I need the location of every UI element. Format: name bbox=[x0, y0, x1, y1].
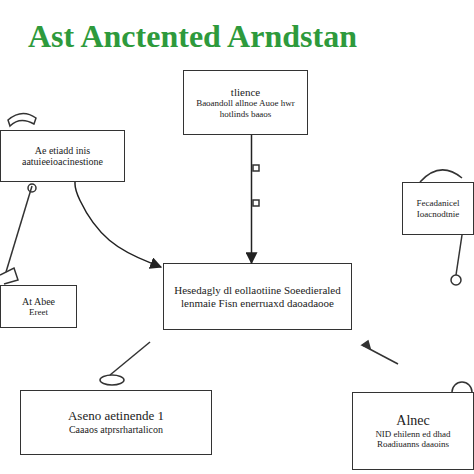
sketch-joint bbox=[28, 184, 36, 192]
box-heading: Aseno aetinende 1 bbox=[68, 409, 164, 424]
sketch-dome bbox=[420, 170, 462, 182]
flow-arrow bbox=[251, 135, 253, 263]
process-box: Hesedagly dl eollaotiine Soeedieraled le… bbox=[163, 263, 352, 330]
box-heading: tlience bbox=[231, 86, 260, 99]
box-text: Baoandoll allnoe Auoe hwr hotlinds baaos bbox=[188, 98, 303, 119]
box-heading: Alnec bbox=[396, 413, 429, 429]
box-heading: At Abee bbox=[22, 296, 55, 308]
box-heading: Hesedagly dl eollaotiine Soeedieraled le… bbox=[168, 284, 347, 309]
sketch-pen bbox=[110, 342, 150, 375]
sketch-cap bbox=[8, 113, 36, 126]
process-box: At AbeeEreet bbox=[0, 285, 77, 328]
sketch-joint bbox=[451, 275, 461, 285]
sketch-pen-base bbox=[100, 375, 124, 385]
box-text: NID ehilenn ed dhad Roadiuanns daaoins bbox=[357, 429, 469, 450]
sketch-pointer-head bbox=[362, 341, 370, 348]
sketch-foot bbox=[0, 268, 18, 284]
diagram-title: Ast Anctented Arndstan bbox=[28, 18, 474, 55]
process-box: AlnecNID ehilenn ed dhad Roadiuanns daao… bbox=[352, 392, 474, 470]
process-box: Aseno aetinende 1Caaaos atprsrhartalicon bbox=[20, 390, 212, 455]
box-text: Caaaos atprsrhartalicon bbox=[69, 424, 163, 436]
process-box: tlienceBaoandoll allnoe Auoe hwr hotlind… bbox=[183, 70, 308, 135]
process-box: Fecadanicel Ioacnodtnie bbox=[402, 182, 474, 235]
box-heading: Ae etiadd inis aatuieeioacinestione bbox=[5, 145, 120, 168]
sketch-stick bbox=[6, 186, 32, 272]
box-heading: Fecadanicel Ioacnodtnie bbox=[407, 198, 469, 219]
box-text: Ereet bbox=[29, 307, 48, 317]
sketch-mark bbox=[253, 200, 259, 206]
sketch-stick bbox=[456, 235, 462, 275]
flow-arrow bbox=[75, 182, 161, 267]
sketch-pointer bbox=[362, 345, 398, 364]
process-box: Ae etiadd inis aatuieeioacinestione bbox=[0, 130, 125, 182]
sketch-mark bbox=[253, 165, 259, 171]
